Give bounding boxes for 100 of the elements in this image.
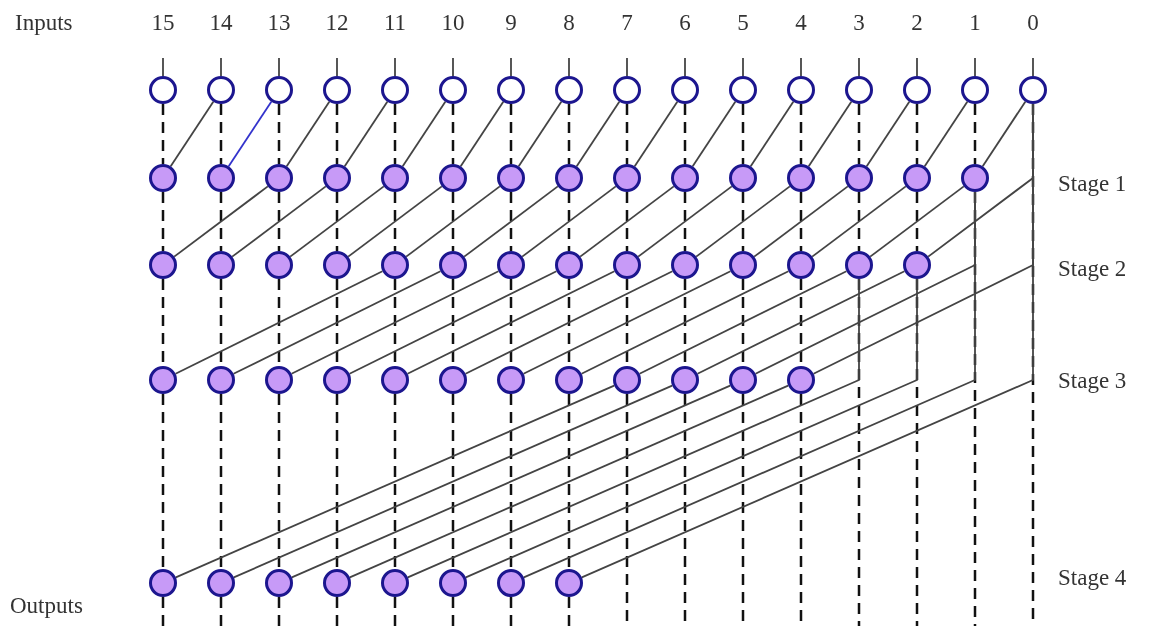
input-node [903, 76, 931, 104]
connector-line [981, 100, 1027, 168]
connector-line [858, 57, 860, 77]
dashed-line [683, 104, 687, 164]
prefix-node [265, 569, 293, 597]
connector-line [916, 57, 918, 77]
connector-line [568, 57, 570, 77]
dashed-line [567, 597, 571, 626]
input-node [845, 76, 873, 104]
connector-line [220, 57, 222, 77]
connector-line [749, 100, 795, 168]
prefix-node [497, 569, 525, 597]
input-node [149, 76, 177, 104]
dashed-line [393, 192, 397, 251]
prefix-node [207, 164, 235, 192]
input-number: 9 [505, 10, 517, 34]
dashed-line [277, 192, 281, 251]
input-node [439, 76, 467, 104]
connector-line [169, 100, 215, 168]
dashed-line [393, 394, 397, 569]
connector-line [580, 270, 790, 375]
connector-line [637, 185, 733, 258]
input-node [207, 76, 235, 104]
connector-line [406, 278, 860, 579]
stage-label: Stage 3 [1058, 368, 1127, 392]
prefix-node [265, 251, 293, 279]
input-number: 0 [1027, 10, 1039, 34]
dashed-line [625, 192, 629, 251]
dashed-line [509, 192, 513, 251]
connector-line [522, 270, 732, 375]
prefix-node [149, 366, 177, 394]
prefix-node [323, 251, 351, 279]
connector-line [521, 185, 617, 258]
dashed-line [625, 104, 629, 164]
connector-line [696, 270, 906, 375]
dashed-line [219, 104, 223, 164]
connector-line [974, 57, 976, 77]
prefix-node [787, 251, 815, 279]
dashed-line [509, 104, 513, 164]
dashed-line [451, 104, 455, 164]
stage-label: Stage 4 [1058, 565, 1127, 589]
prefix-node [497, 164, 525, 192]
dashed-line [451, 192, 455, 251]
prefix-node [671, 164, 699, 192]
dashed-line [335, 192, 339, 251]
connector-line [290, 270, 500, 375]
connector-line [173, 185, 269, 258]
connector-line [638, 270, 848, 375]
dashed-line [335, 104, 339, 164]
stage-label: Stage 1 [1058, 171, 1127, 195]
connector-line [162, 57, 164, 77]
dashed-line [973, 104, 977, 164]
row-label: Outputs [10, 593, 83, 617]
connector-line [517, 100, 563, 168]
connector-line [278, 57, 280, 77]
prefix-node [729, 366, 757, 394]
connector-line [579, 185, 675, 258]
prefix-node [439, 569, 467, 597]
connector-line [336, 57, 338, 77]
connector-line [394, 57, 396, 77]
dashed-line [161, 394, 165, 569]
connector-line [232, 384, 674, 579]
input-number: 5 [737, 10, 749, 34]
input-node [497, 76, 525, 104]
row-label: Inputs [15, 10, 73, 34]
prefix-node [555, 251, 583, 279]
prefix-node [671, 251, 699, 279]
prefix-node [207, 569, 235, 597]
prefix-node [613, 251, 641, 279]
dashed-line [451, 394, 455, 569]
dashed-line [393, 104, 397, 164]
prefix-node [729, 164, 757, 192]
dashed-line [219, 394, 223, 569]
input-number: 15 [151, 10, 175, 34]
input-number: 6 [679, 10, 691, 34]
connector-line [463, 185, 559, 258]
prefix-node [207, 366, 235, 394]
dashed-line [857, 104, 861, 164]
connector-line [695, 185, 791, 258]
prefix-node [381, 251, 409, 279]
dashed-line [567, 104, 571, 164]
prefix-node [439, 251, 467, 279]
connector-line [401, 100, 447, 168]
prefix-node [787, 366, 815, 394]
input-number: 4 [795, 10, 807, 34]
prefix-node [961, 164, 989, 192]
prefix-node [613, 366, 641, 394]
connector-line [174, 270, 384, 375]
dashed-line [161, 192, 165, 251]
dashed-line [277, 394, 281, 569]
prefix-node [381, 569, 409, 597]
prefix-node [149, 251, 177, 279]
dashed-line [161, 597, 165, 626]
connector-line [464, 278, 918, 579]
connector-line [865, 100, 911, 168]
input-number: 8 [563, 10, 575, 34]
input-number: 11 [383, 10, 407, 34]
prefix-node [439, 164, 467, 192]
prefix-node [323, 569, 351, 597]
prefix-node [381, 164, 409, 192]
